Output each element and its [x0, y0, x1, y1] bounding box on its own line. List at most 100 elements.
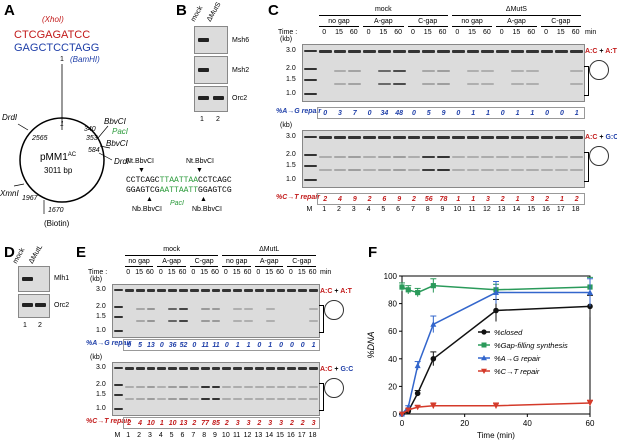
C-lane-band: [555, 135, 569, 139]
C-time-0-1: 15: [335, 29, 343, 36]
C-repair-label-0: %A→G repair: [276, 108, 322, 115]
E-lane-band: [146, 367, 156, 371]
E-repair-value: 11: [212, 341, 220, 349]
bottom-seq: GAGCTCCTAGG: [14, 42, 99, 54]
C-plasmid-icon-0: [589, 60, 609, 80]
C-bracket-0: [584, 66, 589, 97]
C-cleavage-band: [496, 156, 510, 159]
C-cleavage-band: [348, 169, 362, 172]
E-cleavage-band: [157, 386, 167, 389]
E-lane-band: [233, 289, 243, 293]
seq-bot-line: GGAGTCGAATTAATTGGAGTCG: [126, 186, 232, 195]
E-cleavage-band: [265, 308, 275, 311]
C-cleavage-band: [363, 156, 376, 159]
b-col-dmuts: ΔMutS: [205, 1, 223, 24]
C-time-3-1: 15: [468, 29, 476, 36]
E-time-2-0: 0: [191, 269, 196, 276]
E-cleavage-band: [309, 308, 318, 311]
C-lane-band: [437, 49, 450, 53]
data-point: [415, 289, 421, 296]
pos-1-top: 1: [60, 56, 64, 63]
legend-label-2: %A→G repair: [494, 354, 541, 363]
E-time-5-0: 0: [288, 269, 293, 276]
C-repair-value: 9: [397, 195, 402, 203]
bbvci-label-1: BbvCI: [104, 117, 127, 126]
C-cleavage-band: [511, 83, 524, 86]
xmni-label: XmnI: [0, 189, 19, 198]
C-lane-num: 17: [556, 206, 565, 213]
C-cleavage-band: [481, 169, 495, 172]
E-marker-band: [114, 289, 123, 292]
C-cleavage-band: [570, 169, 583, 172]
C-cleavage-band: [570, 70, 583, 73]
C-cleavage-band: [363, 169, 376, 172]
E-time-label: Time :: [88, 269, 108, 276]
pos-1: 1: [60, 121, 64, 128]
d-row-orc2: Orc2: [54, 302, 70, 309]
E-cleavage-band: [276, 398, 286, 401]
E-repair-value: 3: [311, 419, 316, 427]
C-lane-num: 5: [381, 206, 386, 213]
E-cleavage-band: [179, 386, 188, 389]
E-lane-num: 12: [243, 432, 252, 439]
E-repair-value: 36: [168, 341, 177, 349]
C-min-label: min: [585, 29, 597, 36]
E-gel-0: [112, 284, 320, 338]
legend-marker: [481, 368, 487, 374]
E-cleavage-band: [200, 386, 210, 389]
E-cleavage-band: [287, 398, 297, 401]
E-cleavage-band: [200, 308, 210, 311]
E-cleavage-band: [200, 398, 210, 401]
C-subgroup-2: C-gap: [418, 18, 438, 25]
E-group-1: ΔMutL: [259, 246, 280, 253]
E-repair-value: 0: [279, 341, 284, 349]
C-marker-band: [304, 93, 317, 96]
E-repair-value: 0: [159, 341, 164, 349]
E-repair-value: 3: [268, 419, 273, 427]
E-time-0-2: 60: [146, 269, 154, 276]
C-cleavage-band: [437, 83, 450, 86]
E-marker-band: [114, 305, 123, 308]
E-repair-value: 2: [289, 419, 294, 427]
C-mismatch-a: A:C: [585, 134, 598, 141]
C-repair-value: 1: [515, 109, 520, 117]
C-group-0: mock: [374, 6, 392, 13]
E-mismatch-plus: +: [334, 288, 339, 295]
E-repair-value: 0: [257, 341, 262, 349]
E-repair-value: 13: [179, 419, 188, 427]
E-cleavage-band: [157, 398, 167, 401]
C-marker-1-0: 3.0: [286, 132, 296, 140]
C-time-0-2: 60: [349, 29, 358, 36]
E-lane-band: [124, 367, 134, 371]
E-cleavage-band: [146, 320, 156, 323]
C-lane-band: [525, 135, 539, 139]
E-cleavage-band: [168, 386, 178, 389]
C-cleavage-band: [451, 156, 465, 159]
C-repair-value: 3: [338, 109, 342, 117]
C-cleavage-band: [333, 83, 347, 86]
E-cleavage-band: [135, 320, 145, 323]
E-cleavage-band: [124, 398, 134, 401]
E-marker-band: [114, 329, 123, 332]
C-lane-num: M: [306, 206, 313, 213]
E-subgroup-5: C-gap: [292, 258, 312, 265]
C-time-2-1: 15: [423, 29, 432, 36]
C-cleavage-band: [540, 169, 554, 172]
d-col-dmutl: ΔMutL: [27, 243, 45, 265]
b-row-msh6: Msh6: [232, 37, 250, 44]
E-subgroup-2: C-gap: [194, 258, 214, 265]
C-lane-band: [348, 135, 362, 139]
E-lane-band: [211, 289, 221, 293]
C-lane-band: [466, 135, 480, 139]
data-point: [587, 289, 593, 295]
C-cleavage-band: [422, 83, 436, 86]
E-cleavage-band: [168, 320, 178, 323]
pos-584: 584: [88, 147, 100, 154]
C-lane-band: [318, 49, 332, 53]
C-repair-value: 48: [395, 109, 404, 117]
E-cleavage-band: [200, 320, 210, 323]
nt-bbvci-right: Nt.BbvCI: [186, 158, 215, 165]
C-marker-band: [304, 49, 317, 52]
